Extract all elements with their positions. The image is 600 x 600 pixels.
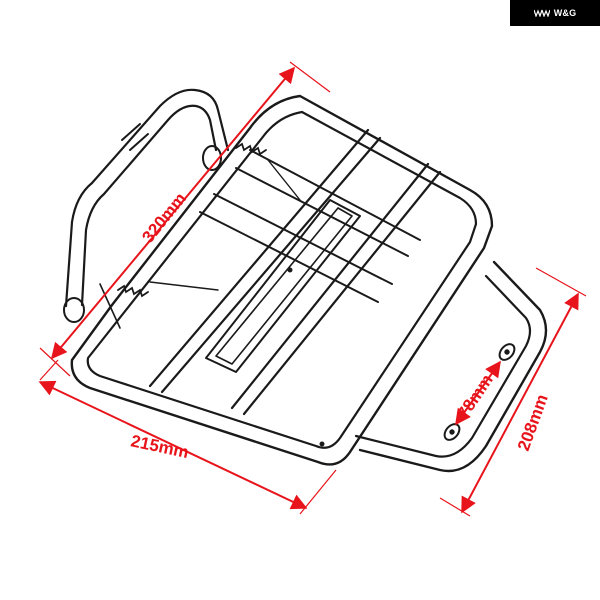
dimension-lines <box>38 61 587 517</box>
brand-logo-icon <box>533 9 550 17</box>
dimension-height-label: 208mm <box>514 392 552 454</box>
brand-name: W&G <box>553 8 577 18</box>
dimension-width-label: 215mm <box>129 431 190 462</box>
rack-back-frame <box>63 88 230 323</box>
brand-badge: W&G <box>510 0 600 26</box>
rack-springs <box>99 142 301 329</box>
dimension-hole-spacing-label: 78mm <box>454 371 497 422</box>
rack-platform <box>70 94 494 466</box>
